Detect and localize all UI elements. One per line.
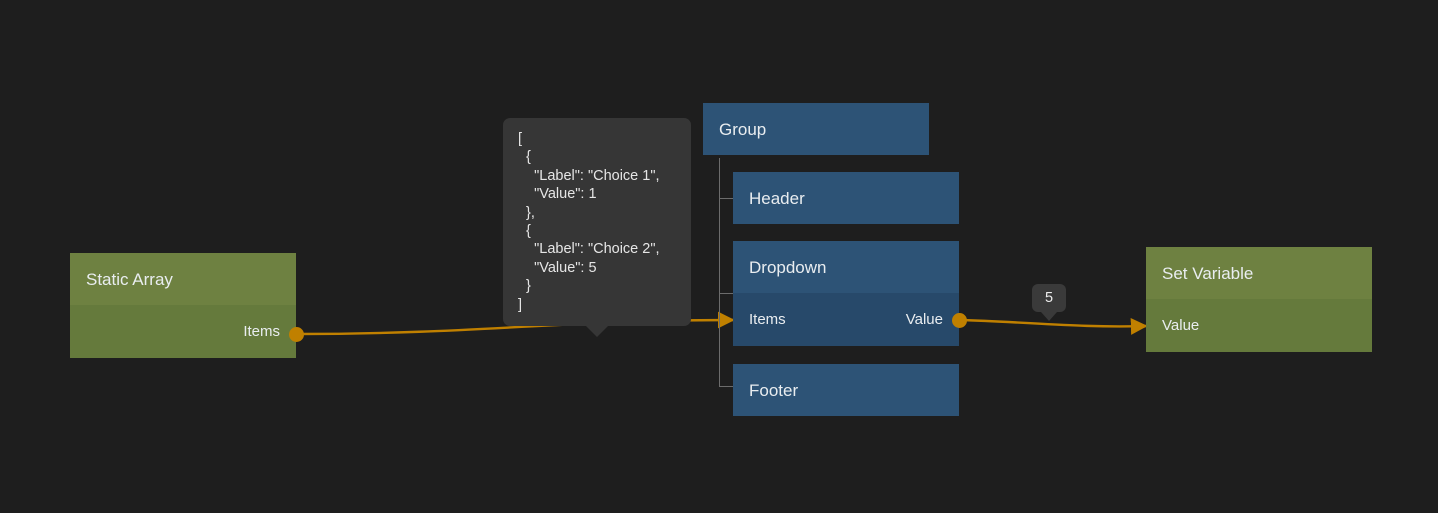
node-static-array-body: Items	[70, 305, 296, 358]
output-port-items[interactable]	[288, 327, 304, 342]
wire-value-badge: 5	[1032, 284, 1066, 321]
output-port-label-value: Value	[905, 311, 943, 328]
port-label-items: Items	[243, 323, 280, 340]
json-preview-tooltip: [ { "Label": "Choice 1", "Value": 1 }, {…	[503, 118, 691, 338]
port-row-items[interactable]: Items	[70, 305, 296, 358]
group-tree-branch-dropdown	[719, 293, 733, 294]
node-set-variable[interactable]: Set Variable Value	[1146, 247, 1372, 352]
node-static-array[interactable]: Static Array Items	[70, 253, 304, 358]
wire-value-badge-tail	[1041, 312, 1057, 321]
node-header[interactable]: Header	[733, 172, 959, 224]
node-group[interactable]: Group	[703, 103, 929, 155]
group-tree-branch-header	[719, 198, 733, 199]
port-row-dropdown[interactable]: Items Value	[733, 293, 959, 346]
tooltip-tail	[586, 326, 608, 338]
node-static-array-title: Static Array	[70, 253, 296, 305]
node-dropdown[interactable]: Dropdown Items Value	[733, 241, 967, 346]
wire-value-badge-text: 5	[1044, 290, 1054, 306]
node-dropdown-title: Dropdown	[733, 241, 959, 293]
node-footer[interactable]: Footer	[733, 364, 959, 416]
node-set-variable-title: Set Variable	[1146, 247, 1372, 299]
node-footer-title: Footer	[733, 364, 959, 416]
node-group-title: Group	[703, 103, 929, 155]
node-header-title: Header	[733, 172, 959, 224]
input-port-label-value: Value	[1162, 317, 1200, 334]
port-row-value[interactable]: Value	[1146, 299, 1372, 352]
json-preview-text: [ { "Label": "Choice 1", "Value": 1 }, {…	[518, 131, 660, 313]
node-set-variable-body: Value	[1146, 299, 1372, 352]
group-tree-branch-footer	[719, 386, 733, 387]
group-tree-trunk	[719, 158, 720, 386]
input-port-label-items: Items	[749, 311, 786, 328]
node-dropdown-body: Items Value	[733, 293, 959, 346]
output-port-value[interactable]	[951, 313, 967, 328]
